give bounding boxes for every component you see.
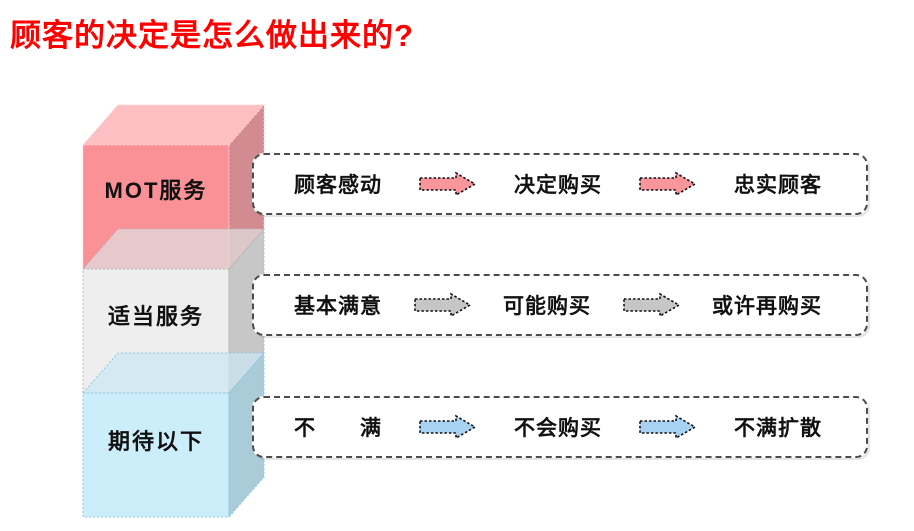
cube-label-qidai: 期待以下 xyxy=(107,429,204,454)
flow-step: 不满扩散 xyxy=(734,417,822,440)
arrow-right-icon xyxy=(419,171,477,197)
arrow-right-icon xyxy=(622,292,681,318)
cube-shidang-top xyxy=(81,228,266,270)
flow-box-shidang: 基本满意 可能购买 或许再购买 xyxy=(252,274,868,336)
cube-label-mot: MOT服务 xyxy=(104,178,208,203)
service-level-cubes xyxy=(81,103,266,519)
flow-step: 忠实顾客 xyxy=(734,174,822,197)
flow-box-mot: 顾客感动 决定购买 忠实顾客 xyxy=(252,153,868,215)
flow-step: 基本满意 xyxy=(294,295,382,318)
flow-box-qidai: 不 满 不会购买 不满扩散 xyxy=(252,396,868,458)
flow-step: 不 满 xyxy=(294,417,382,440)
cube-qidai-top xyxy=(81,352,266,394)
flow-step: 顾客感动 xyxy=(294,174,382,197)
flow-step: 可能购买 xyxy=(503,295,591,318)
cube-qidai-side xyxy=(228,351,265,519)
cube-qidai xyxy=(81,351,266,519)
arrow-right-icon xyxy=(413,292,472,318)
page-title: 顾客的决定是怎么做出来的? xyxy=(10,18,414,53)
cube-qidai-front xyxy=(82,392,230,518)
arrow-right-icon xyxy=(639,171,697,197)
arrow-right-icon xyxy=(639,414,697,440)
cube-label-shidang: 适当服务 xyxy=(107,304,204,329)
flow-step: 不会购买 xyxy=(514,417,602,440)
arrow-right-icon xyxy=(419,414,477,440)
flow-step: 或许再购买 xyxy=(712,295,822,318)
cube-mot-top xyxy=(81,104,266,146)
flow-step: 决定购买 xyxy=(514,174,602,197)
